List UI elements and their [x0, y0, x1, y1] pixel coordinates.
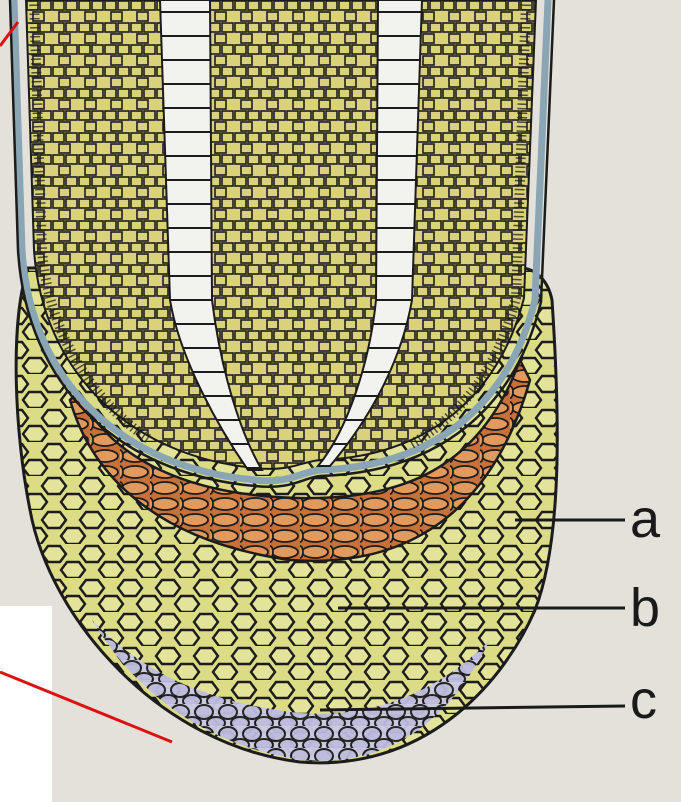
label-c: c: [630, 670, 657, 730]
overlay-white-box: [0, 606, 52, 802]
label-b: b: [630, 578, 660, 638]
label-a: a: [630, 489, 661, 549]
inner-root-body: [26, 0, 536, 469]
